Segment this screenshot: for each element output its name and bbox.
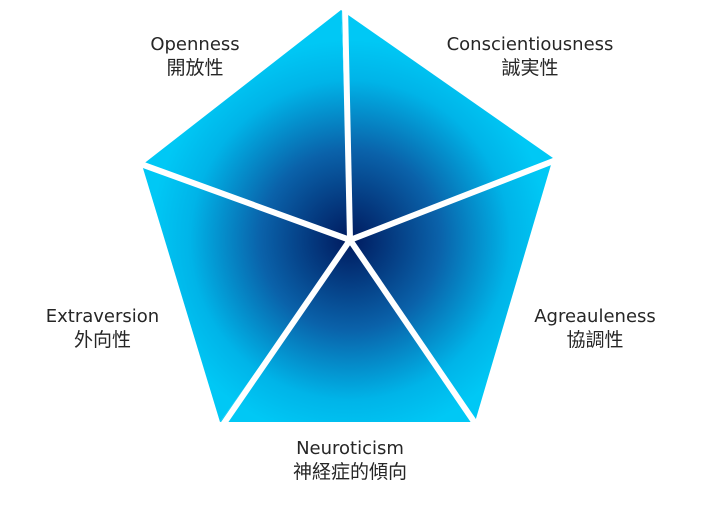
trait-label-conscientiousness: Conscientiousness 誠実性: [430, 34, 630, 80]
divider-top: [342, 5, 353, 241]
trait-label-neuroticism: Neuroticism 神経症的傾向: [270, 438, 430, 484]
trait-name-en: Neuroticism: [296, 438, 404, 459]
segment-agreauleness: [350, 158, 553, 422]
trait-name-en: Agreauleness: [534, 306, 656, 327]
trait-label-openness: Openness 開放性: [145, 34, 245, 80]
divider-bottom-left: [219, 238, 353, 428]
segment-extraversion: [142, 165, 350, 422]
trait-name-en: Conscientiousness: [446, 34, 614, 55]
trait-name-ja: 協調性: [566, 328, 624, 351]
trait-label-agreauleness: Agreauleness 協調性: [520, 306, 670, 352]
segment-dividers: [136, 5, 558, 428]
divider-left: [136, 160, 352, 243]
trait-name-en: Extraversion: [45, 306, 160, 327]
segment-conscientiousness: [341, 10, 553, 240]
divider-bottom-right: [347, 238, 480, 428]
trait-name-ja: 誠実性: [501, 56, 559, 79]
trait-name-ja: 外向性: [73, 328, 131, 351]
segment-neuroticism: [220, 240, 475, 422]
trait-label-extraversion: Extraversion 外向性: [30, 306, 175, 352]
divider-right: [348, 157, 558, 243]
trait-name-en: Openness: [150, 34, 240, 55]
trait-name-ja: 開放性: [166, 56, 224, 79]
trait-name-ja: 神経症的傾向: [292, 460, 407, 483]
